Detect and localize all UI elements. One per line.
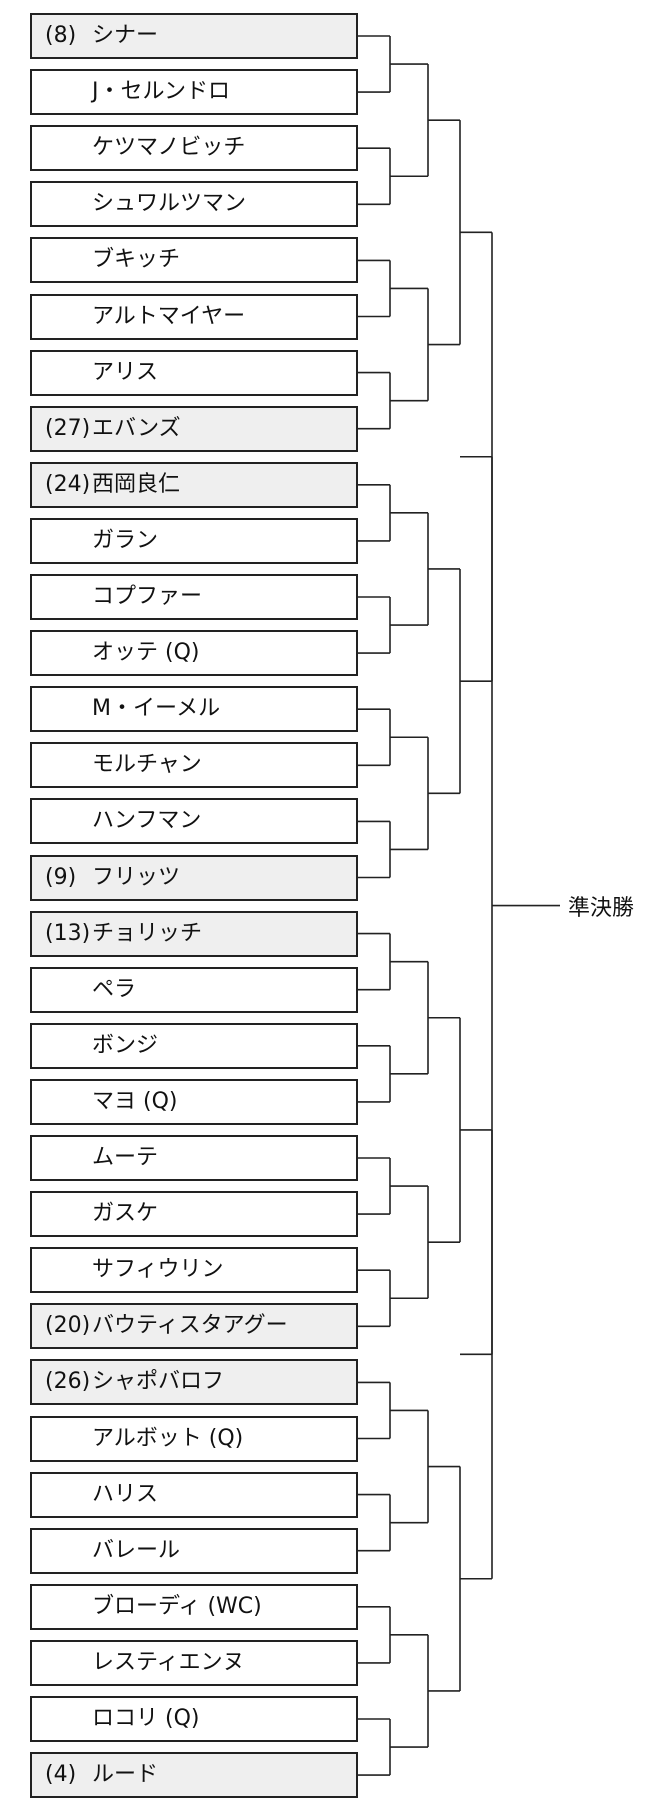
player-seed: (20) bbox=[45, 1313, 91, 1339]
player-entry: ペラ bbox=[30, 966, 358, 1013]
player-seed: (4) bbox=[45, 1762, 77, 1788]
player-name: サフィウリン bbox=[92, 1257, 224, 1283]
player-entry: バレール bbox=[30, 1527, 358, 1574]
player-seed: (27) bbox=[45, 415, 91, 441]
player-name: ルード bbox=[92, 1762, 159, 1788]
player-name: コプファー bbox=[92, 584, 203, 609]
player-entry: ガラン bbox=[30, 517, 358, 564]
player-name: M・イーメル bbox=[92, 696, 221, 722]
player-entry: (8) シナー bbox=[30, 13, 358, 59]
player-entry: (4) ルード bbox=[30, 1752, 358, 1799]
player-name: エバンズ bbox=[92, 415, 181, 441]
player-entry: ブローディ (WC) bbox=[30, 1583, 358, 1630]
player-name: ムーテ bbox=[92, 1145, 159, 1170]
player-seed: (9) bbox=[45, 864, 77, 890]
player-entry: ボンジ bbox=[30, 1022, 358, 1069]
player-seed: (13) bbox=[45, 920, 91, 946]
player-name: 西岡良仁 bbox=[92, 471, 181, 497]
player-name: バレール bbox=[92, 1537, 181, 1563]
player-entry: M・イーメル bbox=[30, 686, 358, 733]
player-entry: (9) フリッツ bbox=[30, 854, 358, 901]
player-name: J・セルンドロ bbox=[92, 79, 231, 105]
player-entry: (13)チョリッチ bbox=[30, 910, 358, 957]
player-seed: (26) bbox=[45, 1369, 91, 1395]
player-name: フリッツ bbox=[92, 864, 181, 890]
player-entry: ハリス bbox=[30, 1471, 358, 1518]
player-name: ケツマノビッチ bbox=[92, 135, 246, 161]
player-entry: オッテ (Q) bbox=[30, 630, 358, 677]
player-entry: サフィウリン bbox=[30, 1247, 358, 1294]
player-name: バウティスタアグー bbox=[92, 1313, 288, 1339]
player-name: ハリス bbox=[92, 1481, 159, 1507]
player-entry: ガスケ bbox=[30, 1191, 358, 1238]
player-name: モルチャン bbox=[92, 752, 202, 778]
player-entry: (27)エバンズ bbox=[30, 405, 358, 452]
player-seed: (24) bbox=[45, 471, 91, 497]
player-entry: ムーテ bbox=[30, 1135, 358, 1181]
player-entry: アリス bbox=[30, 349, 358, 396]
player-entry: J・セルンドロ bbox=[30, 69, 358, 116]
player-name: マヨ (Q) bbox=[92, 1088, 178, 1114]
player-entry: アルトマイヤー bbox=[30, 293, 358, 340]
player-entry: ハンフマン bbox=[30, 798, 358, 845]
player-name: オッテ (Q) bbox=[92, 640, 200, 666]
player-name: シャポバロフ bbox=[92, 1369, 225, 1395]
player-name: アルボット (Q) bbox=[92, 1425, 244, 1451]
player-name: チョリッチ bbox=[92, 920, 203, 946]
player-name: レスティエンヌ bbox=[92, 1649, 245, 1675]
player-entry: (26)シャポバロフ bbox=[30, 1359, 358, 1406]
player-entry: (20)バウティスタアグー bbox=[30, 1303, 358, 1350]
player-entry: (24)西岡良仁 bbox=[30, 461, 358, 508]
player-name: シュワルツマン bbox=[92, 191, 247, 217]
player-entry: ケツマノビッチ bbox=[30, 125, 358, 172]
player-entry: モルチャン bbox=[30, 742, 358, 789]
player-entry: アルボット (Q) bbox=[30, 1415, 358, 1462]
semifinal-label: 準決勝 bbox=[568, 896, 635, 921]
player-name: アルトマイヤー bbox=[92, 303, 246, 329]
player-entry: マヨ (Q) bbox=[30, 1078, 358, 1125]
player-entry: シュワルツマン bbox=[30, 181, 358, 228]
player-name: ボンジ bbox=[92, 1032, 159, 1058]
player-entry: コプファー bbox=[30, 574, 358, 620]
player-name: ブローディ (WC) bbox=[92, 1593, 262, 1619]
player-entry: ロコリ (Q) bbox=[30, 1696, 358, 1742]
player-name: ガラン bbox=[92, 527, 159, 553]
player-name: ロコリ (Q) bbox=[92, 1706, 200, 1731]
player-name: ハンフマン bbox=[92, 808, 202, 834]
player-name: シナー bbox=[92, 23, 159, 48]
player-entry: レスティエンヌ bbox=[30, 1639, 358, 1686]
player-name: アリス bbox=[92, 359, 159, 385]
player-entry: ブキッチ bbox=[30, 237, 358, 284]
player-name: ブキッチ bbox=[92, 247, 181, 273]
player-name: ガスケ bbox=[92, 1201, 159, 1227]
player-name: ペラ bbox=[92, 976, 137, 1002]
player-seed: (8) bbox=[45, 23, 77, 48]
